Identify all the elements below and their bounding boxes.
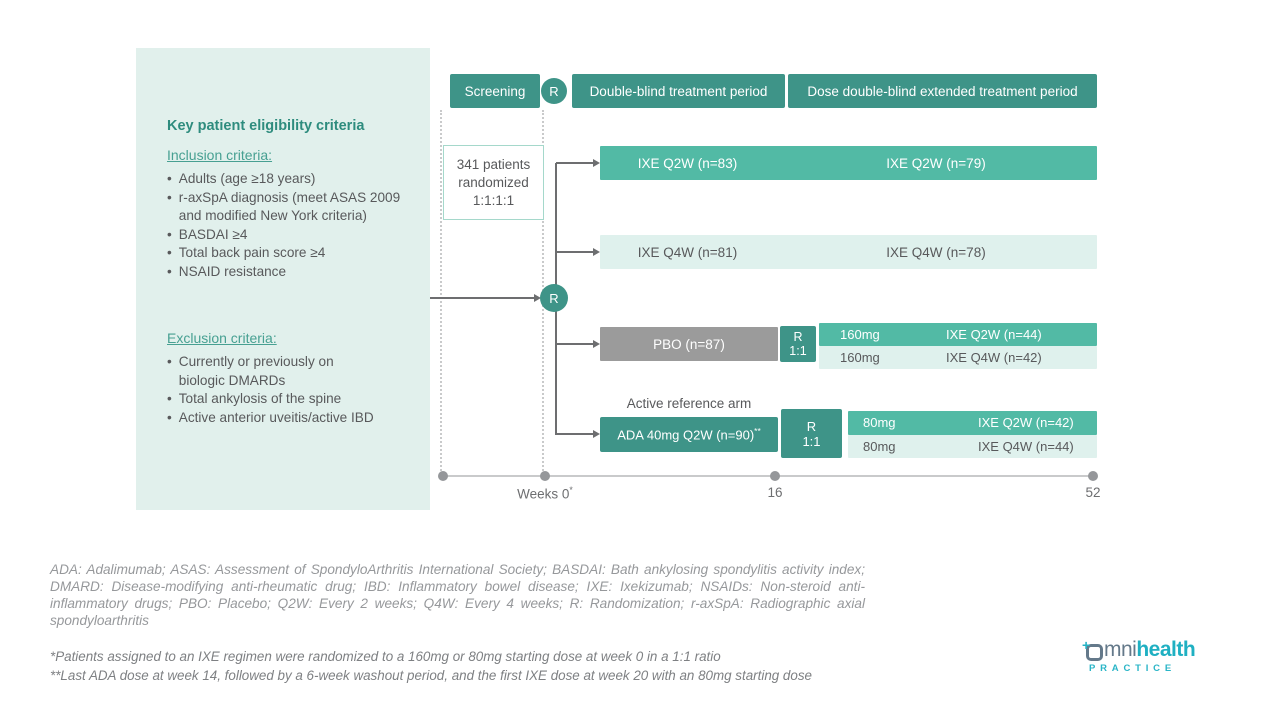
eligibility-panel: Key patient eligibility criteria Inclusi… xyxy=(136,48,430,510)
arrow-icon xyxy=(593,430,600,438)
arm-label: IXE Q4W (n=81) xyxy=(637,244,738,260)
timeline-dot xyxy=(1088,471,1098,481)
dose-label: IXE Q2W (n=42) xyxy=(978,415,1074,431)
arm-label: IXE Q2W (n=83) xyxy=(637,155,738,171)
timeline-dot xyxy=(540,471,550,481)
dose-label: IXE Q4W (n=42) xyxy=(946,350,1042,365)
dose-label: IXE Q4W (n=44) xyxy=(978,438,1074,454)
abbreviations-text: ADA: Adalimumab; ASAS: Assessment of Spo… xyxy=(50,562,865,628)
dose-rows-pbo: 160mg IXE Q2W (n=44) 160mg IXE Q4W (n=42… xyxy=(819,323,1097,369)
r-label: R xyxy=(793,330,803,344)
inclusion-heading: Inclusion criteria: xyxy=(167,147,273,163)
timeline-label-week0: Weeks 0* xyxy=(517,485,573,502)
arm-bar-ixe-q4w: IXE Q4W (n=81) IXE Q4W (n=78) xyxy=(600,235,1097,269)
timeline-axis xyxy=(443,475,1093,477)
timeline-dot xyxy=(438,471,448,481)
logo-practice-text: PRACTICE xyxy=(1089,663,1176,674)
arrow-icon xyxy=(593,159,600,167)
timeline-label-week52: 52 xyxy=(1085,485,1101,500)
footnote-marker: * xyxy=(569,485,573,495)
arm-label: IXE Q4W (n=78) xyxy=(886,244,986,260)
inclusion-item: NSAID resistance xyxy=(167,263,414,282)
exclusion-list: Currently or previously on biologic DMAR… xyxy=(167,353,414,427)
dose-amount: 80mg xyxy=(863,415,896,431)
randomized-count-box: 341 patients randomized 1:1:1:1 xyxy=(443,145,544,220)
dose-rows-ada: 80mg IXE Q2W (n=42) 80mg IXE Q4W (n=44) xyxy=(848,411,1097,458)
footnote-1: *Patients assigned to an IXE regimen wer… xyxy=(50,649,721,664)
arm-bar-ada: ADA 40mg Q2W (n=90)** xyxy=(600,417,778,452)
phase-screening-box: Screening xyxy=(450,74,540,108)
phase-double-blind-box: Double-blind treatment period xyxy=(572,74,785,108)
dose-row: 80mg IXE Q4W (n=44) xyxy=(848,434,1097,458)
exclusion-section: Exclusion criteria: Currently or previou… xyxy=(167,330,414,427)
inclusion-item: r-axSpA diagnosis (meet ASAS 2009 and mo… xyxy=(167,189,414,226)
arm-bar-pbo: PBO (n=87) xyxy=(600,327,778,361)
dose-amount: 80mg xyxy=(863,438,896,454)
randomization-circle-header: R xyxy=(541,78,567,104)
exclusion-heading: Exclusion criteria: xyxy=(167,330,277,346)
phase-extended-box: Dose double-blind extended treatment per… xyxy=(788,74,1097,108)
arrow-icon xyxy=(593,248,600,256)
connector-line xyxy=(556,343,593,345)
exclusion-item: Active anterior uveitis/active IBD xyxy=(167,409,414,428)
timeline-dot xyxy=(770,471,780,481)
logo-omni-text: mni xyxy=(1104,638,1137,661)
eligibility-title: Key patient eligibility criteria xyxy=(167,118,365,134)
plus-icon: + xyxy=(1082,636,1091,653)
ratio-label: 1:1 xyxy=(789,344,807,358)
dose-amount: 160mg xyxy=(840,350,880,365)
dose-label: IXE Q2W (n=44) xyxy=(946,327,1042,342)
logo-wordmark: + mni health xyxy=(1082,637,1218,662)
inclusion-item: Total back pain score ≥4 xyxy=(167,244,414,263)
footnote-2: **Last ADA dose at week 14, followed by … xyxy=(50,667,812,683)
arm-label: ADA 40mg Q2W (n=90) xyxy=(617,427,755,443)
arrow-icon xyxy=(593,340,600,348)
arm-label: IXE Q2W (n=79) xyxy=(886,155,986,171)
arrow-icon xyxy=(534,294,541,302)
connector-line xyxy=(430,297,534,299)
logo-health-text: health xyxy=(1136,638,1196,661)
rerandomization-box-ada: R 1:1 xyxy=(781,409,842,458)
inclusion-item: Adults (age ≥18 years) xyxy=(167,170,414,189)
r-label: R xyxy=(806,418,817,434)
connector-line xyxy=(556,162,593,164)
dose-row: 160mg IXE Q2W (n=44) xyxy=(819,323,1097,346)
exclusion-item: Total ankylosis of the spine xyxy=(167,390,414,409)
footnote-marker: ** xyxy=(754,426,761,437)
dose-amount: 160mg xyxy=(840,327,880,342)
dose-row: 160mg IXE Q4W (n=42) xyxy=(819,346,1097,369)
dose-row: 80mg IXE Q2W (n=42) xyxy=(848,411,1097,435)
ratio-label: 1:1 xyxy=(802,433,821,449)
active-reference-caption: Active reference arm xyxy=(626,396,752,411)
randomization-circle-main: R xyxy=(540,284,568,312)
footnotes: *Patients assigned to an IXE regimen wer… xyxy=(50,648,910,685)
logo-mark: + xyxy=(1082,637,1103,661)
screening-dotted-line-left xyxy=(440,110,442,474)
logo: + mni health PRACTICE xyxy=(1082,637,1218,675)
inclusion-item: BASDAI ≥4 xyxy=(167,226,414,245)
inclusion-list: Adults (age ≥18 years) r-axSpA diagnosis… xyxy=(167,170,414,281)
arm-bar-ixe-q2w: IXE Q2W (n=83) IXE Q2W (n=79) xyxy=(600,146,1097,180)
exclusion-item: Currently or previously on biologic DMAR… xyxy=(167,353,414,390)
rerandomization-box-pbo: R 1:1 xyxy=(780,326,816,362)
connector-line xyxy=(556,251,593,253)
timeline-label-week16: 16 xyxy=(767,485,783,500)
connector-line xyxy=(556,433,593,435)
